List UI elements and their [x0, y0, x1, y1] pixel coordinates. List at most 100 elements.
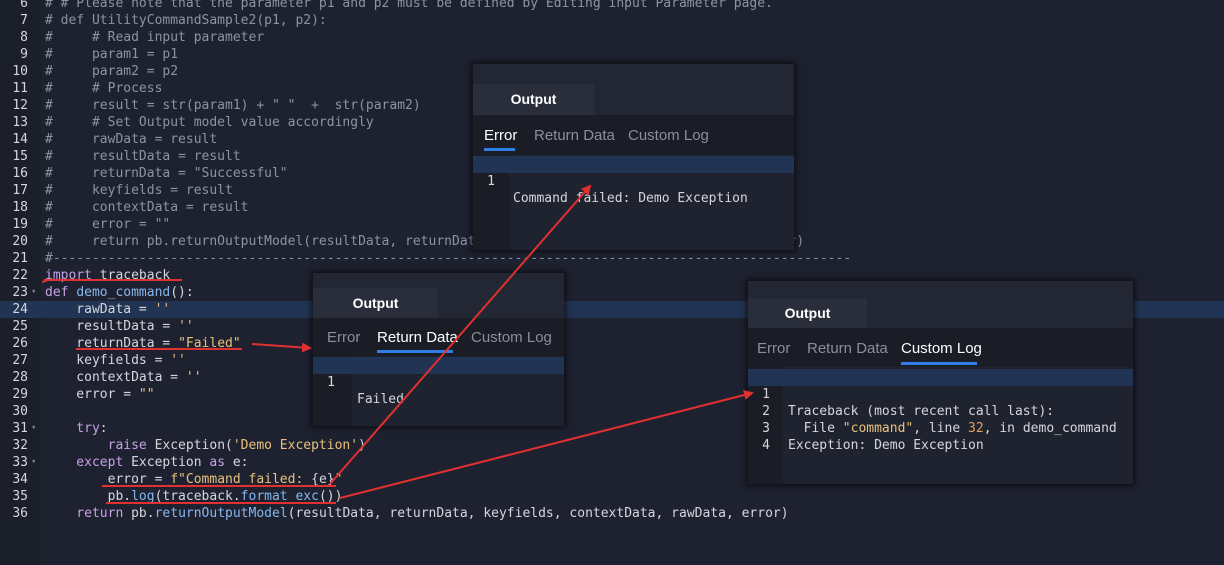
output-tab[interactable]: Output — [473, 84, 594, 115]
tab-return-data[interactable]: Return Data — [377, 329, 458, 346]
code-line[interactable]: 6# # Please note that the parameter p1 a… — [0, 0, 1224, 12]
code-text: resultData = '' — [45, 319, 194, 334]
output-line: 2 File "command", line 32, in demo_comma… — [748, 386, 1133, 436]
code-line[interactable]: 16# returnData = "Successful" — [0, 165, 1224, 182]
code-text: keyfields = '' — [45, 353, 186, 368]
line-number: 11 — [12, 81, 28, 96]
output-panel-error: Output Error Return Data Custom Log 1 Co… — [473, 64, 794, 250]
code-text: # error = "" — [45, 217, 171, 232]
code-text: # returnData = "Successful" — [45, 166, 288, 181]
tab-error[interactable]: Error — [757, 340, 791, 357]
code-text: # def UtilityCommandSample2(p1, p2): — [45, 13, 327, 28]
code-text: pb.log(traceback.format_exc()) — [45, 489, 343, 504]
line-number: 8 — [20, 30, 28, 45]
output-line: 3 Exception: Demo Exception — [748, 403, 1133, 453]
code-text: returnData = "Failed" — [45, 336, 241, 351]
output-content[interactable]: 1 Command failed: Demo Exception — [473, 155, 794, 250]
line-number: 7 — [20, 13, 28, 28]
panel-header: Output — [313, 273, 564, 318]
code-line[interactable]: 31▾ try: — [0, 420, 1224, 437]
code-text: # rawData = result — [45, 132, 218, 147]
annotation-underline-returndata — [76, 348, 242, 350]
output-line-text: Traceback (most recent call last): — [788, 404, 1055, 419]
code-text: #---------------------------------------… — [45, 251, 852, 266]
line-number: 14 — [12, 132, 28, 147]
output-tab[interactable]: Output — [748, 298, 867, 328]
code-line[interactable]: 11 # # Process — [0, 80, 1224, 97]
code-line[interactable]: 12# result = str(param1) + " " + str(par… — [0, 97, 1224, 114]
line-number: 32 — [12, 438, 28, 453]
output-line: 4 — [748, 420, 1133, 453]
code-text: import traceback — [45, 268, 171, 283]
annotation-underline-error — [102, 485, 336, 487]
code-text: rawData = '' — [45, 302, 171, 317]
code-line[interactable]: 36 return pb.returnOutputModel(resultDat… — [0, 505, 1224, 522]
output-panel-custom-log: Output Error Return Data Custom Log 1 Tr… — [748, 281, 1133, 484]
line-number: 26 — [12, 336, 28, 351]
output-line-number: 1 — [327, 375, 335, 390]
code-line[interactable]: 29 error = "" — [0, 386, 1224, 403]
output-line-text: File "command", line 32, in demo_command — [788, 421, 1117, 436]
code-line[interactable]: 27 keyfields = '' — [0, 352, 1224, 369]
output-subtabs: Error Return Data Custom Log — [313, 318, 564, 356]
active-tab-underline — [377, 350, 453, 353]
tab-error[interactable]: Error — [484, 127, 518, 144]
output-line-number: 1 — [487, 174, 495, 189]
output-content[interactable]: 1 Failed — [313, 356, 564, 426]
code-line[interactable]: 30 — [0, 403, 1224, 420]
code-line[interactable]: 15# resultData = result — [0, 148, 1224, 165]
panel-header: Output — [473, 64, 794, 115]
code-text: # # Process — [45, 81, 163, 96]
code-line[interactable]: 23▾def demo_command(): — [0, 284, 1224, 301]
code-line[interactable]: 25 resultData = '' — [0, 318, 1224, 335]
output-tab[interactable]: Output — [313, 288, 438, 318]
active-tab-underline — [901, 362, 977, 365]
line-number: 30 — [12, 404, 28, 419]
code-line[interactable]: 33▾ except Exception as e: — [0, 454, 1224, 471]
code-text: # resultData = result — [45, 149, 241, 164]
tab-custom-log[interactable]: Custom Log — [901, 340, 982, 357]
code-line[interactable]: 21#-------------------------------------… — [0, 250, 1224, 267]
code-line[interactable]: 17# keyfields = result — [0, 182, 1224, 199]
code-line[interactable]: 28 contextData = '' — [0, 369, 1224, 386]
tab-custom-log[interactable]: Custom Log — [628, 127, 709, 144]
annotation-underline-log — [106, 502, 336, 504]
line-number: 33 — [12, 455, 28, 470]
code-line[interactable]: 7 # def UtilityCommandSample2(p1, p2): — [0, 12, 1224, 29]
code-line[interactable]: 19# error = "" — [0, 216, 1224, 233]
code-text: # param2 = p2 — [45, 64, 179, 79]
tab-return-data[interactable]: Return Data — [534, 127, 615, 144]
code-text: # # Set Output model value accordingly — [45, 115, 374, 130]
code-line[interactable]: 18# contextData = result — [0, 199, 1224, 216]
code-line[interactable]: 35 pb.log(traceback.format_exc()) — [0, 488, 1224, 505]
code-line[interactable]: 10# param2 = p2 — [0, 63, 1224, 80]
code-line[interactable]: 34 error = f"Command failed: {e}" — [0, 471, 1224, 488]
code-text: # # Read input parameter — [45, 30, 265, 45]
output-subtabs: Error Return Data Custom Log — [748, 328, 1133, 367]
fold-toggle-icon[interactable]: ▾ — [31, 457, 37, 467]
line-number: 36 — [12, 506, 28, 521]
code-text: error = "" — [45, 387, 155, 402]
line-number: 13 — [12, 115, 28, 130]
output-line-number: 2 — [762, 404, 770, 419]
code-text: return pb.returnOutputModel(resultData, … — [45, 506, 789, 521]
tab-custom-log[interactable]: Custom Log — [471, 329, 552, 346]
line-number: 12 — [12, 98, 28, 113]
fold-toggle-icon[interactable]: ▾ — [31, 287, 37, 297]
output-line-number: 4 — [762, 438, 770, 453]
tab-error[interactable]: Error — [327, 329, 361, 346]
code-line[interactable]: 8 # # Read input parameter — [0, 29, 1224, 46]
code-line[interactable]: 9# param1 = p1 — [0, 46, 1224, 63]
code-line[interactable]: 14 # rawData = result — [0, 131, 1224, 148]
code-line[interactable]: 26 returnData = "Failed" — [0, 335, 1224, 352]
line-number: 24 — [12, 302, 28, 317]
code-text: def demo_command(): — [45, 285, 194, 300]
output-line: 1 Failed — [313, 357, 564, 407]
fold-toggle-icon[interactable]: ▾ — [31, 423, 37, 433]
output-content[interactable]: 1 Traceback (most recent call last): 2 F… — [748, 367, 1133, 484]
code-text: # # Please note that the parameter p1 an… — [45, 0, 773, 11]
code-line[interactable]: 13 # # Set Output model value accordingly — [0, 114, 1224, 131]
line-number-gutter — [0, 0, 41, 565]
tab-return-data[interactable]: Return Data — [807, 340, 888, 357]
output-line-text: Command failed: Demo Exception — [513, 191, 748, 206]
